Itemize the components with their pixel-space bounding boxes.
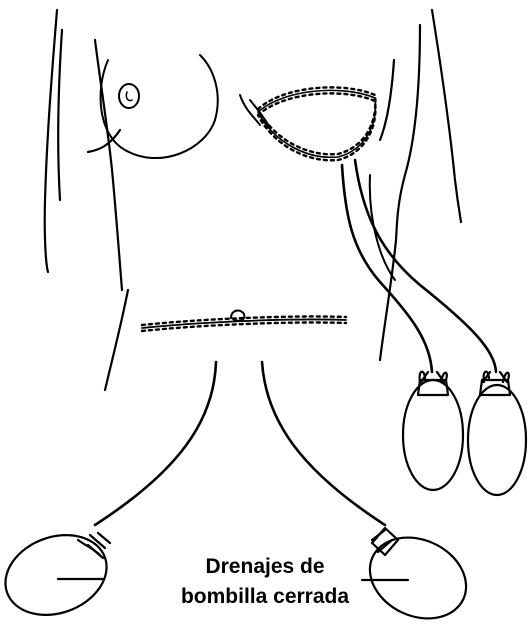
caption-line-2: bombilla cerrada xyxy=(120,582,410,612)
caption-label: Drenajes de bombilla cerrada xyxy=(120,552,410,612)
mastectomy-incision xyxy=(250,87,375,160)
drain-bulb-upper-right xyxy=(468,372,526,495)
nipple-icon xyxy=(119,84,139,108)
breast-outline xyxy=(101,55,260,158)
breast-drain-tubes xyxy=(342,160,496,372)
torso-outline xyxy=(45,10,461,420)
drain-bulb-lower-left xyxy=(0,522,118,624)
abdominal-drain-tubes xyxy=(95,362,385,525)
caption-line-1: Drenajes de xyxy=(120,552,410,582)
drain-bulb-upper-left xyxy=(403,372,463,490)
